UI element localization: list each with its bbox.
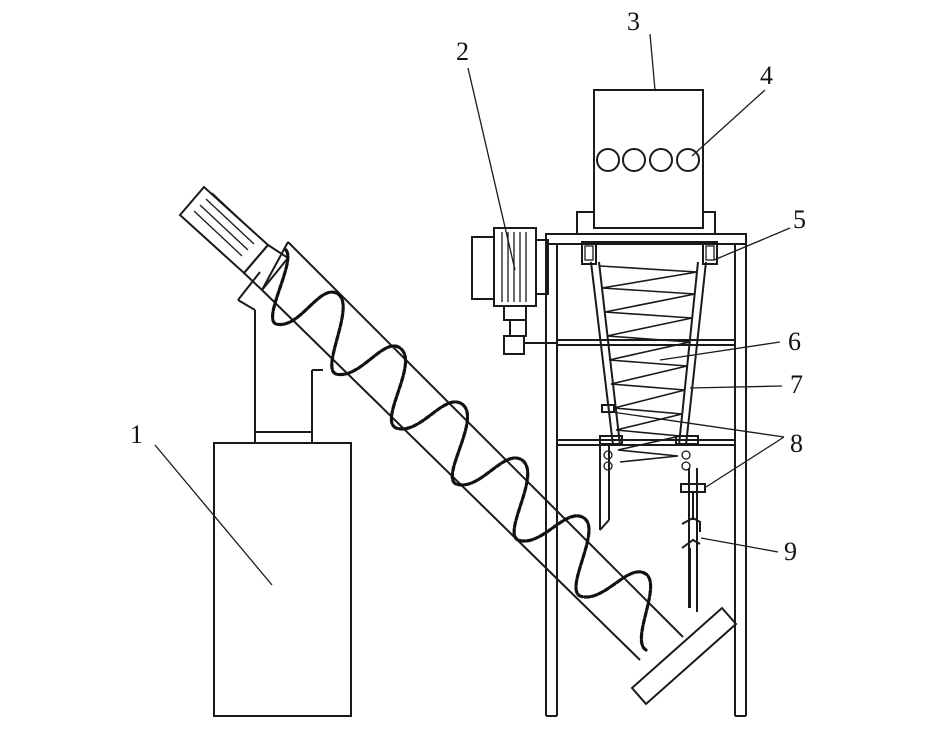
label-9: 9: [784, 537, 797, 566]
roller-set: [596, 148, 700, 172]
label-6: 6: [788, 327, 801, 356]
label-7: 7: [790, 370, 803, 399]
label-1: 1: [130, 420, 143, 449]
side-motor: [471, 227, 557, 355]
screw-conveyor-tube: [261, 241, 738, 706]
part-labels: 1 2 3 4 5 6 7 8 9: [130, 7, 806, 566]
label-8: 8: [790, 429, 803, 458]
storage-box: [178, 185, 352, 717]
lower-bearings: [599, 404, 706, 493]
label-4: 4: [760, 61, 773, 90]
conical-screen: [590, 261, 707, 463]
shaft-coupling: [681, 492, 701, 608]
upper-hopper: [593, 89, 704, 229]
motor-fins: [193, 192, 261, 257]
leader-lines: [154, 33, 791, 586]
screw-flight: [271, 248, 653, 652]
label-5: 5: [793, 205, 806, 234]
label-2: 2: [456, 37, 469, 66]
spiral-blade: [599, 265, 698, 463]
support-frame: [545, 211, 747, 717]
label-3: 3: [627, 7, 640, 36]
top-bearings: [581, 241, 718, 265]
